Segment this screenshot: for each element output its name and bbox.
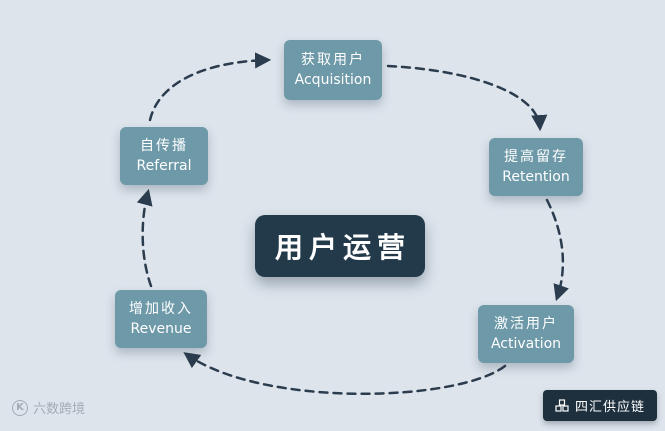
node-referral-label-en: Referral [136, 157, 192, 174]
node-retention: 提高留存 Retention [489, 138, 583, 196]
watermark-right-text: 四汇供应链 [574, 400, 645, 415]
supply-chain-boxes-icon [555, 398, 569, 412]
arrow-acquisition-to-retention [386, 64, 548, 132]
watermark-left-text: 六数跨境 [33, 402, 86, 417]
arrow-activation-to-revenue [183, 352, 507, 396]
node-acquisition-label-en: Acquisition [294, 71, 372, 88]
center-title-box: 用户运营 [255, 215, 425, 277]
node-activation: 激活用户 Activation [478, 305, 574, 363]
node-retention-label-en: Retention [502, 168, 570, 185]
center-title-label: 用户运营 [274, 231, 411, 264]
node-referral: 自传播 Referral [120, 127, 208, 185]
node-revenue-label-zh: 增加收入 [129, 300, 193, 317]
node-activation-label-en: Activation [490, 335, 562, 352]
node-acquisition: 获取用户 Acquisition [284, 40, 382, 100]
node-referral-label-zh: 自传播 [140, 137, 188, 154]
node-revenue-label-en: Revenue [130, 320, 192, 337]
node-acquisition-label-zh: 获取用户 [301, 51, 365, 68]
node-retention-label-zh: 提高留存 [504, 148, 568, 165]
node-revenue: 增加收入 Revenue [115, 290, 207, 348]
node-activation-label-zh: 激活用户 [494, 315, 558, 332]
watermark-bottom-right: 四汇供应链 [542, 390, 657, 421]
arrow-revenue-to-referral [136, 188, 153, 288]
arrow-referral-to-acquisition [148, 52, 272, 122]
arrow-retention-to-activation [545, 198, 569, 302]
watermark-left-logo-icon: K [12, 399, 28, 416]
watermark-bottom-left: K 六数跨境 [12, 398, 85, 417]
